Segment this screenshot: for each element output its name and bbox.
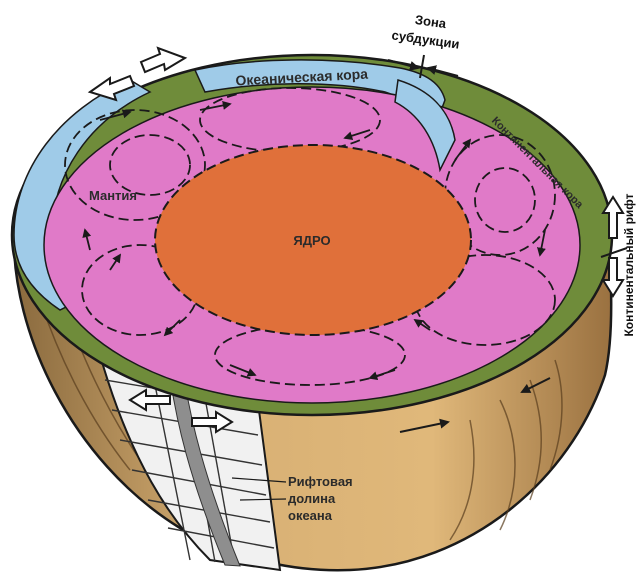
rift-valley-label-2: долина — [288, 491, 336, 506]
rift-valley-label-3: океана — [288, 508, 333, 523]
rift-valley-label-1: Рифтовая — [288, 474, 353, 489]
core-label: ЯДРО — [293, 233, 330, 248]
subduction-zone-label-2: субдукции — [391, 27, 461, 51]
mantle-label: Мантия — [89, 188, 137, 203]
subduction-zone-label-1: Зона — [414, 12, 448, 31]
continental-rift-label: Континентальный рифт — [622, 193, 636, 336]
